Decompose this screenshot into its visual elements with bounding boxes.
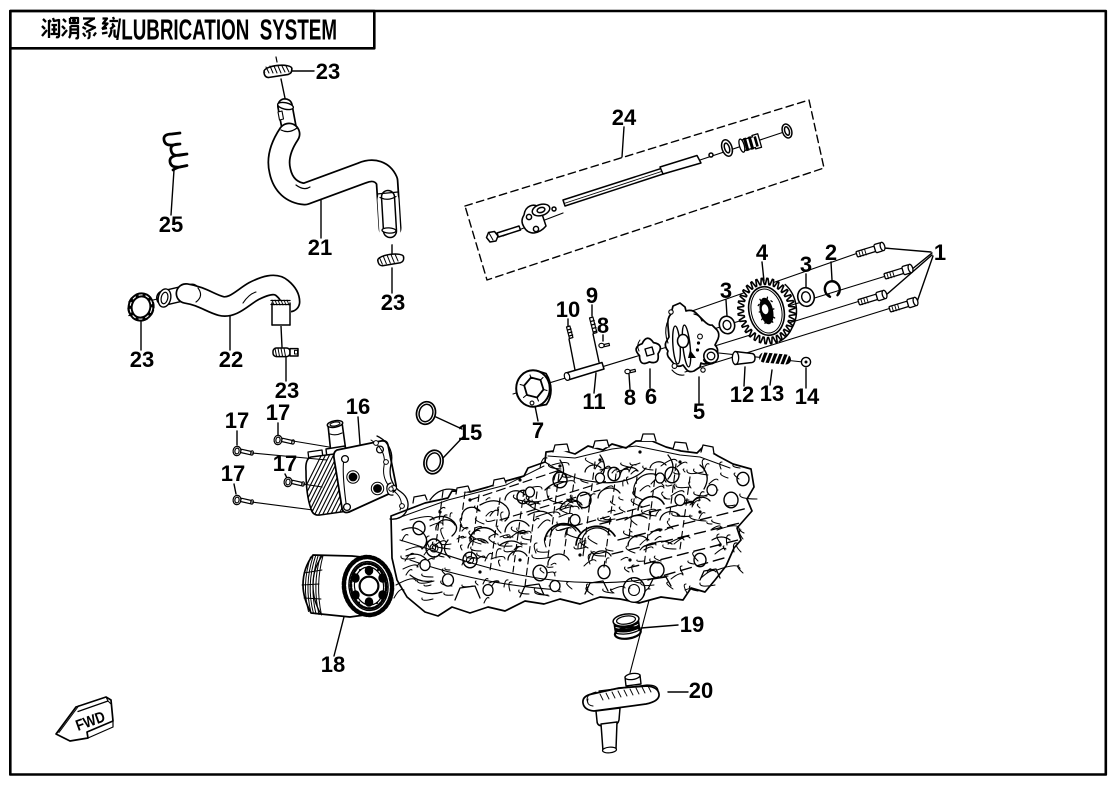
svg-text:24: 24 [612, 105, 637, 130]
svg-text:3: 3 [800, 252, 812, 277]
svg-text:4: 4 [756, 240, 769, 265]
svg-text:23: 23 [316, 59, 340, 84]
svg-text:17: 17 [221, 461, 245, 486]
svg-text:17: 17 [266, 400, 290, 425]
svg-text:17: 17 [225, 408, 249, 433]
svg-text:11: 11 [582, 389, 605, 414]
svg-text:22: 22 [219, 347, 243, 372]
svg-text:7: 7 [532, 418, 544, 443]
svg-text:23: 23 [275, 378, 299, 403]
svg-text:9: 9 [586, 283, 598, 308]
svg-text:16: 16 [346, 394, 370, 419]
svg-text:8: 8 [624, 385, 636, 410]
svg-text:12: 12 [730, 382, 754, 407]
svg-text:2: 2 [825, 240, 837, 265]
svg-text:25: 25 [159, 212, 183, 237]
svg-text:18: 18 [321, 652, 345, 677]
svg-text:3: 3 [720, 278, 732, 303]
svg-text:13: 13 [760, 381, 784, 406]
svg-text:21: 21 [308, 235, 332, 260]
svg-text:1: 1 [934, 240, 946, 265]
svg-text:10: 10 [556, 297, 580, 322]
svg-text:14: 14 [795, 384, 820, 409]
svg-text:23: 23 [130, 347, 154, 372]
svg-text:23: 23 [381, 290, 405, 315]
svg-text:19: 19 [680, 612, 704, 637]
svg-text:8: 8 [597, 313, 609, 338]
svg-text:5: 5 [693, 399, 705, 424]
svg-text:20: 20 [689, 678, 713, 703]
svg-text:15: 15 [458, 420, 482, 445]
svg-text:6: 6 [645, 384, 657, 409]
svg-text:/LUBRICATION SYSTEM: /LUBRICATION SYSTEM [116, 15, 337, 47]
